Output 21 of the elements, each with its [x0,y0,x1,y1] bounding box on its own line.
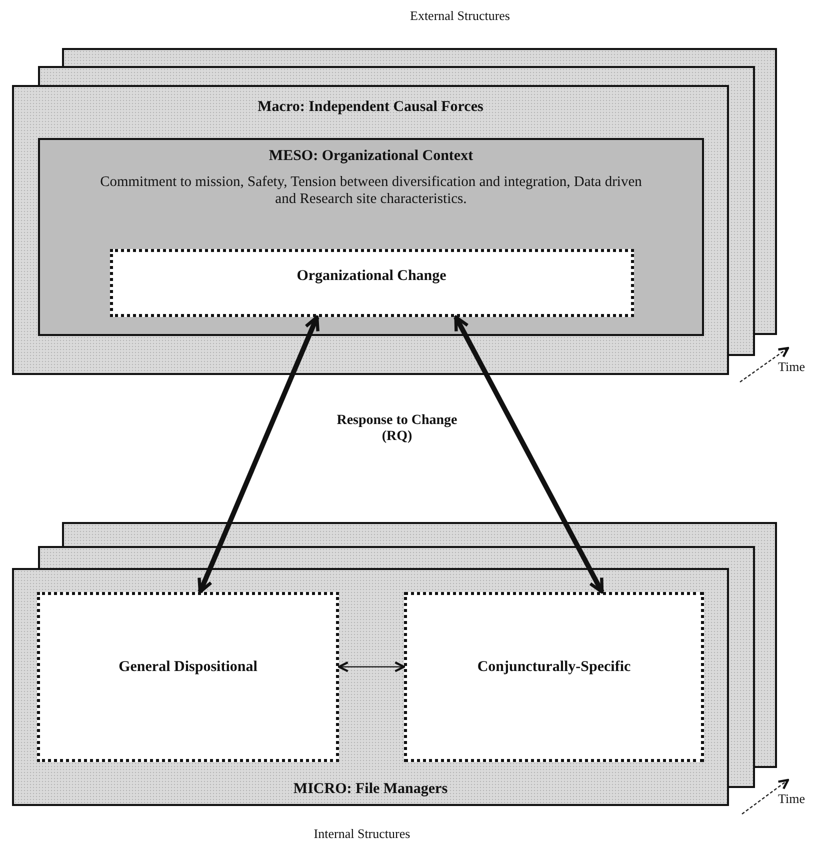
structure-label: Internal Structures [312,826,412,842]
dotted-box [37,592,339,762]
dotted-box [110,248,634,316]
time-label: Time [778,791,805,807]
box-heading: MESO: Organizational Context [268,148,474,165]
box-label: General Dispositional [118,659,258,676]
double-arrow [198,315,320,594]
context-box [38,138,704,336]
structure-label: External Structures [409,8,511,24]
box-label: Conjuncturally-Specific [476,659,632,676]
panel-heading: MICRO: File Managers [292,781,449,798]
double-arrow [338,661,406,672]
time-label: Time [778,359,805,375]
outer-panel [12,568,729,806]
box-label: Organizational Change [296,268,448,284]
arrow-caption: Response to Change (RQ) [336,413,458,445]
panel-heading: Macro: Independent Causal Forces [256,99,484,116]
outer-panel [12,85,729,375]
dotted-box [404,592,704,762]
description-text: Commitment to mission, Safety, Tension between diversification and integration, Data driven and Research site characteristics. [99,174,643,208]
double-arrow [454,315,604,594]
